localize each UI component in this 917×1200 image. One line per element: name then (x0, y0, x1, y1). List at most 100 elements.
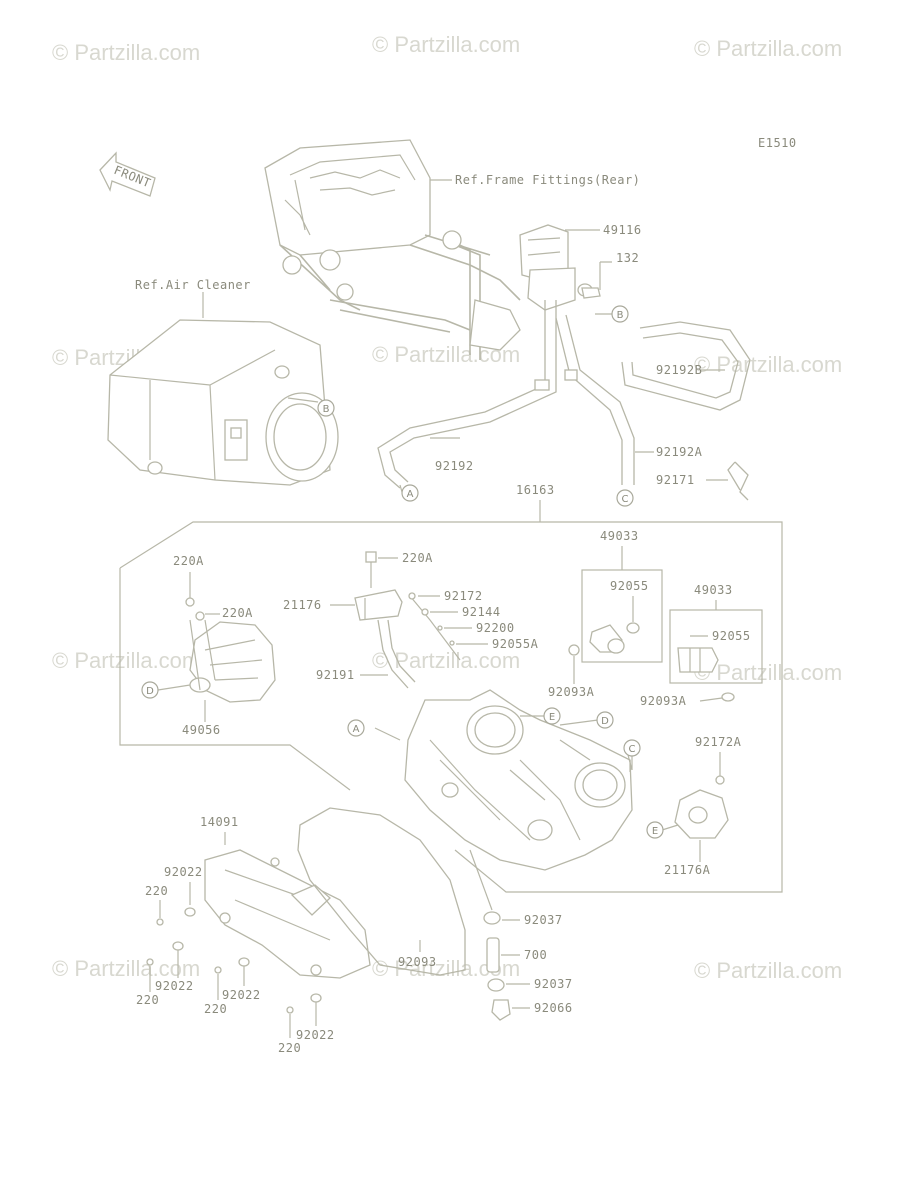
svg-text:B: B (323, 404, 330, 415)
box-49033-a (581, 569, 663, 663)
part-label: 92037 (524, 913, 563, 927)
callout-e: E (646, 821, 664, 839)
bolt-220A (185, 597, 195, 607)
part-label: 92192B (656, 363, 702, 377)
leader-line (559, 719, 599, 726)
part-label: 92093 (398, 955, 437, 969)
watermark: © Partzilla.com (52, 956, 200, 981)
clip-92171-drawing (727, 461, 749, 501)
leader-line (699, 697, 723, 702)
clamp-92037 (483, 911, 501, 925)
part-label: 16163 (516, 483, 555, 497)
screw-92172 (408, 592, 416, 600)
hose-92192B-drawing (621, 321, 751, 411)
assembly-16163-outline (119, 521, 783, 893)
leader-line (409, 595, 461, 661)
callout-c: C (623, 739, 641, 757)
part-49056-drawing (189, 621, 276, 703)
part-label: 49033 (600, 529, 639, 543)
part-label: 220 (136, 993, 159, 1007)
callout-a: A (347, 719, 365, 737)
part-label: 92022 (222, 988, 261, 1002)
bolt-132 (581, 287, 601, 299)
part-label: 92144 (462, 605, 501, 619)
o-ring-92055A (449, 640, 455, 646)
hose-92191-drawing (377, 619, 416, 689)
svg-text:E: E (652, 826, 658, 837)
part-label: 21176 (283, 598, 322, 612)
sensor-21176A-drawing (674, 789, 729, 839)
bolt-220A (195, 611, 205, 621)
leader-line (399, 484, 403, 493)
clamp-92037 (487, 978, 505, 992)
part-label: 92172A (695, 735, 742, 749)
part-label: 92022 (155, 979, 194, 993)
svg-text:C: C (622, 494, 629, 505)
watermark: © Partzilla.com (694, 660, 842, 685)
hose-92192A-drawing (555, 314, 635, 485)
part-label: 92093A (548, 685, 595, 699)
leader-line (287, 397, 319, 403)
svg-text:B: B (617, 310, 624, 321)
part-label: 14091 (200, 815, 239, 829)
svg-text:A: A (407, 489, 414, 500)
callout-c: C (616, 489, 634, 507)
air-cleaner-drawing (107, 319, 339, 486)
part-label: 92066 (534, 1001, 573, 1015)
watermark: © Partzilla.com (372, 32, 520, 57)
part-label: 92192A (656, 445, 703, 459)
watermark-group: © Partzilla.com © Partzilla.com © Partzi… (52, 32, 842, 983)
cover-14091-drawing (204, 849, 371, 979)
diagram-code: E1510 (758, 136, 797, 150)
part-label: 92022 (296, 1028, 335, 1042)
frame-fittings-drawing (264, 139, 521, 360)
part-label: 92055 (610, 579, 649, 593)
svg-text:D: D (146, 686, 154, 697)
leader-line (661, 824, 679, 831)
washer-92022 (172, 941, 184, 951)
leader-line (189, 619, 216, 691)
bolt-220 (286, 1006, 294, 1014)
leader-line (374, 727, 401, 741)
part-label: 92037 (534, 977, 573, 991)
callout-e: E (543, 707, 561, 725)
belt-92093-drawing (297, 807, 466, 976)
watermark: © Partzilla.com (52, 648, 200, 673)
part-label: 220A (222, 606, 253, 620)
part-label: 92191 (316, 668, 355, 682)
hose-92192-drawing (377, 300, 557, 489)
box-49033-b (669, 609, 763, 684)
part-label: 92172 (444, 589, 483, 603)
watermark: © Partzilla.com (694, 958, 842, 983)
hose-fitting (627, 754, 633, 772)
watermark: © Partzilla.com (52, 40, 200, 65)
clamp-92093A (721, 692, 735, 702)
callout-b: B (611, 305, 629, 323)
part-label: 92192 (435, 459, 474, 473)
clamp-92093A (568, 644, 580, 656)
part-label: 92022 (164, 865, 203, 879)
callout-d: D (141, 681, 159, 699)
throttle-body-drawing (404, 689, 633, 871)
part-label: 92171 (656, 473, 695, 487)
ref-air-cleaner-label: Ref.Air Cleaner (135, 278, 251, 292)
callout-b: B (317, 399, 335, 417)
part-label: 220A (173, 554, 204, 568)
bolt-220 (214, 966, 222, 974)
part-label: 49116 (603, 223, 642, 237)
part-label: 220 (278, 1041, 301, 1055)
injector-49033-a (589, 624, 625, 654)
part-label: 21176A (664, 863, 711, 877)
part-label: 92093A (640, 694, 687, 708)
washer-92022 (238, 957, 250, 967)
washer-92022 (310, 993, 322, 1003)
bolt-220 (146, 958, 154, 966)
part-label: 49056 (182, 723, 221, 737)
part-label: 49033 (694, 583, 733, 597)
callout-a: A (401, 484, 419, 502)
leader-line (599, 261, 612, 290)
leader-line (157, 684, 191, 691)
part-label: 700 (524, 948, 547, 962)
